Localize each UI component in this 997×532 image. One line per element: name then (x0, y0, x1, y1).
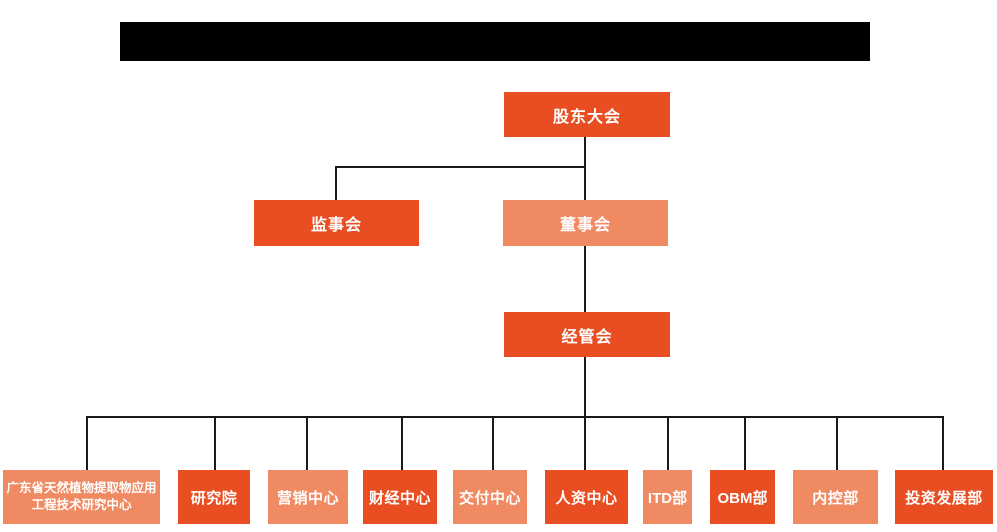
connector-drop (401, 418, 403, 470)
connector-to-supervisory (335, 168, 337, 200)
node-dept-research-center: 广东省天然植物提取物应用工程技术研究中心 (3, 470, 160, 524)
connector-drop (86, 418, 88, 470)
node-board-of-directors: 董事会 (503, 200, 668, 246)
redacted-title-bar (120, 22, 870, 61)
node-supervisory-board: 监事会 (254, 200, 419, 246)
node-dept-marketing-center: 营销中心 (268, 470, 348, 524)
connector-drop (667, 418, 669, 470)
connector-board-to-management (584, 246, 586, 312)
node-dept-delivery-center: 交付中心 (453, 470, 527, 524)
connector-drop (836, 418, 838, 470)
node-dept-hr-center: 人资中心 (545, 470, 628, 524)
connector-drop (744, 418, 746, 470)
node-dept-investment-development: 投资发展部 (895, 470, 993, 524)
connector-drop (214, 418, 216, 470)
connector-bottom-rail (86, 416, 944, 418)
node-dept-research-institute: 研究院 (178, 470, 250, 524)
node-dept-internal-control: 内控部 (793, 470, 878, 524)
connector-shareholders-to-board (584, 137, 586, 200)
node-management-committee: 经管会 (504, 312, 670, 357)
node-dept-itd: ITD部 (643, 470, 692, 524)
connector-drop (492, 418, 494, 470)
node-dept-obm: OBM部 (710, 470, 775, 524)
connector-branch-horizontal (335, 166, 586, 168)
connector-drop (306, 418, 308, 470)
connector-management-down (584, 357, 586, 470)
node-shareholders-meeting: 股东大会 (504, 92, 670, 137)
node-dept-finance-center: 财经中心 (363, 470, 437, 524)
connector-drop (942, 418, 944, 470)
